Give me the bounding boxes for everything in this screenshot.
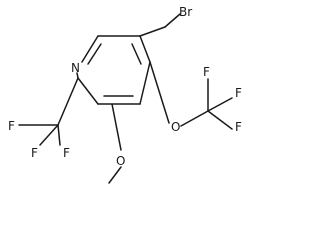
- atom-o-ome: O: [116, 154, 125, 168]
- molecule-canvas: Br O F F F O F F F N: [8, 5, 242, 184]
- bond-c2-cf3: [57, 77, 79, 126]
- bond-c5-c4: [139, 35, 151, 63]
- bond-cf3-f3: [207, 110, 233, 130]
- bond-c5-ch2: [139, 26, 166, 37]
- bond-o-me: [108, 166, 122, 184]
- atom-f4: F: [8, 119, 15, 133]
- bromomethyl-group: Br: [139, 5, 192, 37]
- bond-c3-o: [111, 103, 122, 151]
- atom-f6: F: [31, 146, 38, 160]
- atom-f2: F: [235, 86, 242, 100]
- bond-c4-c3: [139, 61, 151, 105]
- bond-cf3-f6: [39, 124, 59, 146]
- bond-n-c6: [81, 35, 99, 63]
- atom-o-ocf3: O: [171, 120, 180, 134]
- structure-svg: Br O F F F O F F F N: [8, 5, 242, 184]
- trifluoromethyl-group: F F F: [8, 77, 79, 160]
- bond-cf3-f5: [57, 124, 61, 146]
- atom-n: N: [71, 61, 80, 75]
- bond-c4-o: [149, 61, 170, 124]
- trifluoromethoxy-group: O F F F: [149, 61, 242, 134]
- bond-o-cf3: [180, 110, 209, 127]
- methoxy-group: O: [108, 103, 125, 184]
- bond-cf3-f2: [207, 97, 233, 112]
- bond-c2-c1: [77, 77, 99, 105]
- bond-ch2-br: [164, 13, 181, 28]
- atom-f1: F: [203, 65, 210, 79]
- bond-n-c6-double: [87, 43, 102, 65]
- atom-f5: F: [63, 146, 70, 160]
- atom-br: Br: [179, 5, 192, 19]
- pyridine-ring: [76, 35, 151, 105]
- bond-c1-n: [76, 72, 79, 79]
- atom-f3: F: [235, 120, 242, 134]
- bond-c5-c4-double: [131, 43, 142, 65]
